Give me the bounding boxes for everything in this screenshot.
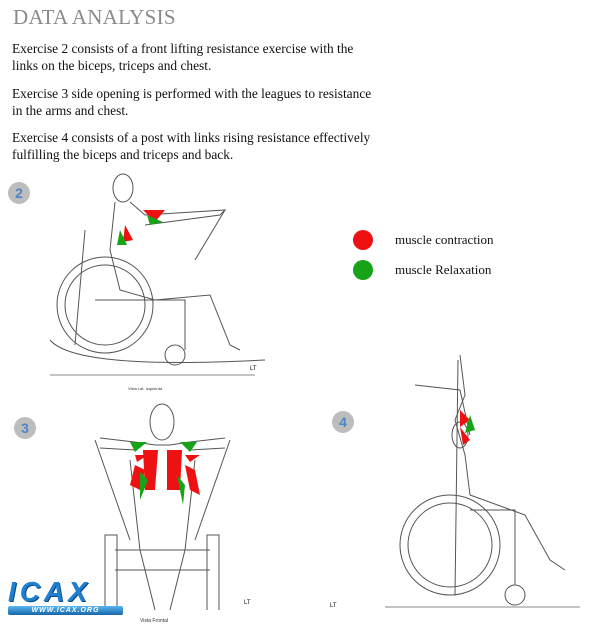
- figure-caption: Vista Lat. Izquierda: [128, 386, 163, 391]
- icax-logo: ICAX WWW.ICAX.ORG: [8, 578, 123, 618]
- paragraph-exercise-2: Exercise 2 consists of a front lifting r…: [12, 41, 354, 73]
- legend-item-contraction: muscle contraction: [353, 230, 494, 250]
- exercise-2-illustration: [49, 173, 266, 376]
- figure-caption: Vista Frontal: [140, 618, 168, 624]
- legend-label: muscle contraction: [395, 232, 494, 247]
- exercise-4-illustration: [385, 354, 580, 608]
- figure-mark: LT: [330, 603, 337, 609]
- logo-url: WWW.ICAX.ORG: [8, 606, 123, 615]
- page-title: DATA ANALYSIS: [13, 5, 176, 29]
- exercise-3-illustration: [94, 403, 231, 610]
- paragraph-exercise-4: Exercise 4 consists of a post with links…: [12, 130, 371, 162]
- logo-text: ICAX: [8, 576, 91, 607]
- figure-mark: LT: [250, 366, 257, 372]
- red-dot-icon: [353, 230, 373, 250]
- legend-label: muscle Relaxation: [395, 262, 492, 277]
- paragraph-exercise-3: Exercise 3 side opening is performed wit…: [12, 86, 372, 118]
- figure-mark: LT: [244, 600, 251, 606]
- legend-item-relaxation: muscle Relaxation: [353, 260, 491, 280]
- figure-number-badge: 3: [14, 417, 36, 439]
- green-dot-icon: [353, 260, 373, 280]
- figure-number-badge: 2: [8, 182, 30, 204]
- figure-number-badge: 4: [332, 411, 354, 433]
